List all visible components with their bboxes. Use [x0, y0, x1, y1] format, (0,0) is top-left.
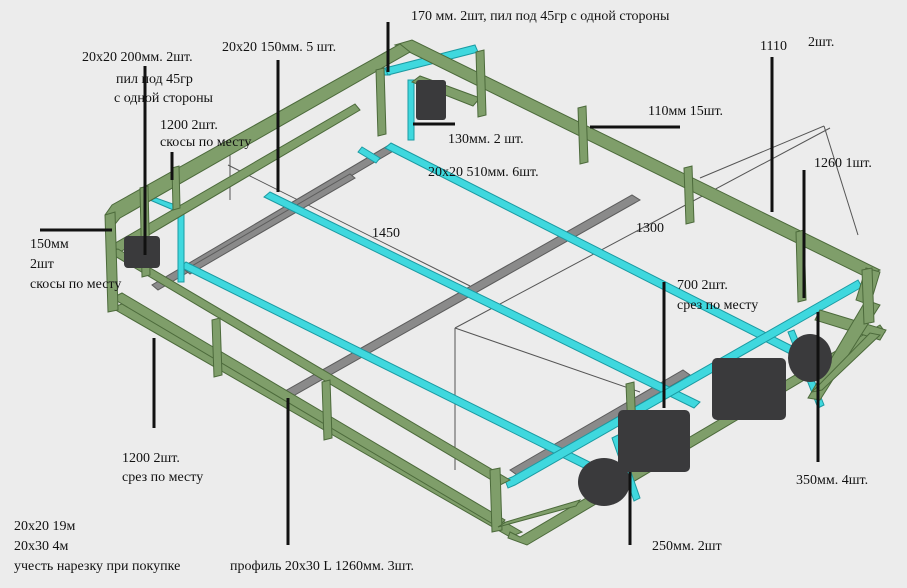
- fixture-box-front-1: [618, 410, 690, 472]
- label-20x20-510mm: 20x20 510мм. 6шт.: [428, 165, 539, 180]
- front-left-diag: [497, 499, 582, 528]
- label-110mm: 110мм 15шт.: [648, 104, 724, 119]
- fixture-cylinder-1: [578, 458, 630, 506]
- label-qty-2: 2шт.: [808, 35, 835, 50]
- label-saw-45: пил под 45гр: [116, 72, 193, 87]
- fixture-box-left: [124, 236, 160, 268]
- label-1200-cut-in-place: срез по месту: [122, 470, 204, 485]
- post-3: [211, 317, 223, 378]
- dim-line-1300-c: [454, 327, 641, 393]
- label-1260: 1260 1шт.: [814, 156, 872, 171]
- label-dim-1110: 1110: [760, 39, 787, 54]
- post-8: [577, 105, 589, 165]
- leader-lines: [40, 22, 820, 545]
- left-bottom-rail: [110, 292, 506, 528]
- post-11: [861, 267, 875, 325]
- label-130mm: 130мм. 2 шт.: [448, 132, 524, 147]
- crossbar-2: [263, 191, 701, 409]
- crossbars: [148, 44, 863, 502]
- post-4: [321, 379, 333, 441]
- post-5: [489, 467, 503, 533]
- dim-line-1110-b: [823, 125, 859, 236]
- label-bevels-in-place: скосы по месту: [160, 135, 252, 150]
- dim-line-1450: [227, 164, 471, 287]
- corner-post-back2-cyan: [407, 79, 415, 141]
- post-9: [683, 165, 695, 225]
- label-1200-bevels: 1200 2шт.: [160, 118, 218, 133]
- label-700: 700 2шт.: [677, 278, 728, 293]
- fixtures: [124, 80, 832, 506]
- label-150mm: 150мм: [30, 237, 69, 252]
- label-700-cut: срез по месту: [677, 298, 759, 313]
- label-dim-1300: 1300: [636, 221, 664, 236]
- label-one-side: с одной стороны: [114, 91, 213, 106]
- label-purchase-note: учесть нарезку при покупке: [14, 559, 181, 574]
- crossbar-4: [357, 146, 381, 164]
- dim-line-1300-a: [454, 127, 831, 329]
- label-dim-1450: 1450: [372, 226, 400, 241]
- dim-line-1110-a: [699, 125, 825, 179]
- fixture-cylinder-2: [788, 334, 832, 382]
- back-top-rail: [393, 39, 882, 278]
- label-20x20-200mm: 20x20 200мм. 2шт.: [82, 50, 193, 65]
- label-total-20x20: 20x20 19м: [14, 519, 76, 534]
- fixture-box-back: [416, 80, 446, 120]
- label-1200-cut: 1200 2шт.: [122, 451, 180, 466]
- post-6: [375, 67, 387, 137]
- label-150mm-qty: 2шт: [30, 257, 54, 272]
- label-20x20-150mm: 20x20 150мм. 5 шт.: [222, 40, 337, 55]
- label-150mm-bevels: скосы по месту: [30, 277, 122, 292]
- label-350mm: 350мм. 4шт.: [796, 473, 869, 488]
- post-2: [171, 165, 181, 211]
- label-total-20x30: 20x30 4м: [14, 539, 69, 554]
- label-profile-20x30: профиль 20x30 L 1260мм. 3шт.: [230, 559, 415, 574]
- fixture-box-front-2: [712, 358, 786, 420]
- left-front-corner: [104, 211, 119, 313]
- post-7: [475, 49, 487, 118]
- label-250mm: 250мм. 2шт: [652, 539, 722, 554]
- label-170mm-45deg: 170 мм. 2шт, пил под 45гр с одной сторон…: [411, 9, 670, 24]
- frame: [104, 39, 887, 533]
